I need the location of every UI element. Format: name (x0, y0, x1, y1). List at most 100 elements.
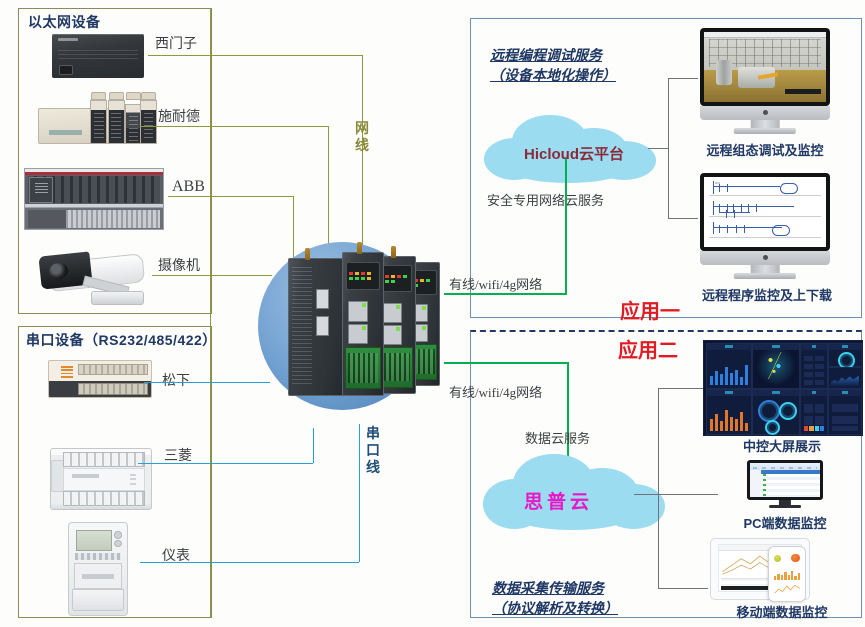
phone-device (768, 546, 806, 602)
schneider-label-plate (49, 130, 83, 136)
panel-ethernet-title: 以太网设备 (28, 14, 101, 30)
panel-serial-devices (18, 326, 212, 618)
link-meter-riser (359, 424, 360, 562)
schneider-io-module (140, 99, 158, 144)
uplink-one-riser (565, 158, 567, 294)
imac-chin (700, 251, 830, 265)
gateway-display (315, 288, 330, 309)
abb-led (34, 188, 48, 190)
gateway-antenna (357, 242, 362, 254)
link-siemens-drop (362, 55, 363, 290)
panel-app-one (470, 18, 862, 318)
link-abb-drop (293, 196, 294, 274)
imac-neck (750, 265, 780, 273)
panasonic-terminal-top (77, 363, 148, 376)
mitsubishi-indicator (130, 473, 136, 476)
abb-top-bar (25, 172, 163, 175)
app-two-bracket-stem (634, 494, 658, 495)
meter-terminal-cover (72, 589, 124, 612)
edge-gateway-unit[interactable] (342, 242, 384, 396)
gateway-antenna (305, 248, 310, 260)
uplink-two-riser (567, 362, 569, 462)
imac-hmi-monitor (700, 28, 830, 136)
meter-info-plate (73, 563, 123, 590)
sipu-cloud-shape (483, 452, 669, 532)
gateway-led-row (346, 261, 380, 290)
imac-screen-ladder: I0.0 (704, 177, 826, 247)
phone-status-indicator (790, 553, 800, 563)
gateway-antenna (391, 246, 396, 258)
app-one-bracket-stem (648, 148, 668, 149)
cable-label-ethernet: 网线 (355, 120, 369, 154)
schneider-plc-icon (38, 92, 158, 146)
panel-serial-title: 串口设备（RS232/485/422） (26, 332, 217, 348)
siemens-plc-icon (52, 34, 144, 78)
ladder-logic-view: I0.0 (704, 177, 826, 247)
abb-led (34, 191, 48, 193)
mitsubishi-indicator (130, 478, 136, 481)
edge-gateway-primary[interactable] (288, 248, 348, 396)
siemens-port (59, 65, 74, 76)
imac-ladder-monitor: I0.0 (700, 173, 830, 281)
device-label-camera: 摄像机 (158, 259, 200, 274)
bi-dashboard-screen (703, 340, 863, 436)
link-panasonic (144, 382, 270, 383)
schneider-io-module (107, 99, 125, 144)
device-label-panasonic: 松下 (162, 374, 190, 389)
schneider-io-module (90, 99, 108, 144)
abb-cpu-module (29, 177, 54, 204)
gateway-display (315, 316, 330, 336)
sipu-cloud-subtitle: 数据云服务 (525, 431, 591, 446)
link-siemens (148, 55, 362, 56)
gateway-led-row (381, 265, 413, 293)
panasonic-terminal-bottom (77, 383, 148, 395)
app-two-endpoint-caption-3: 移动端数据监控 (736, 605, 828, 620)
device-label-mitsubishi: 三菱 (164, 449, 192, 464)
link-meter (140, 562, 359, 563)
app-one-endpoint-caption-2: 远程程序监控及上下载 (701, 288, 832, 303)
meter-lcd-display (75, 530, 112, 551)
device-label-siemens: 西门子 (155, 37, 197, 52)
app-two-endpoint-caption-2: PC端数据监控 (743, 516, 827, 531)
app-one-title-line2: （设备本地化操作） (490, 67, 616, 84)
phone-screen (771, 550, 803, 599)
app-one-service-title: 远程编程调试服务 （设备本地化操作） (490, 45, 616, 86)
meter-buttons (114, 531, 123, 551)
app-two-title-line1: 数据采集传输服务 (492, 580, 604, 596)
abb-connector-block (27, 209, 67, 228)
app-two-title-line2: （协议解析及转换） (492, 600, 618, 617)
app-two-service-title: 数据采集传输服务 （协议解析及转换） (492, 578, 618, 619)
panasonic-led-strip (61, 366, 74, 385)
ethernet-bus-vertical (210, 8, 211, 618)
app-one-bracket-bottom (668, 218, 698, 219)
mitsubishi-terminal-bottom (63, 490, 145, 506)
sipu-cloud-label: 思普云 (524, 492, 594, 513)
abb-led (34, 183, 48, 185)
hicloud-cloud-label: Hicloud云平台 (524, 146, 624, 163)
imac-chin (700, 106, 830, 120)
gateway-rj45-port (347, 324, 369, 345)
app-two-bracket-top (658, 388, 703, 389)
data-table-view (750, 463, 820, 497)
link-mitsubishi (138, 463, 313, 464)
imac-bezel (700, 28, 830, 106)
siemens-brand-plate (57, 38, 78, 42)
link-camera (152, 275, 272, 276)
mitsubishi-plc-icon (50, 448, 152, 510)
siemens-vent-grille (57, 49, 139, 62)
pc-monitor-base (769, 505, 801, 508)
gateway-terminal-block (381, 346, 413, 388)
gateway-rj45-port (347, 301, 369, 322)
uplink-one-label: 有线/wifi/4g网络 (449, 277, 543, 292)
link-abb (168, 196, 293, 197)
app-two-tag: 应用二 (618, 340, 678, 362)
phone-status-indicator (774, 554, 782, 562)
pc-monitor-bezel (747, 460, 823, 500)
mitsubishi-terminal-top (63, 452, 145, 468)
gateway-vent (292, 267, 313, 387)
app-one-endpoint-caption-1: 远程组态调试及监控 (706, 143, 824, 158)
abb-rack-icon (24, 168, 164, 230)
hicloud-cloud-subtitle: 安全专用网络云服务 (487, 193, 605, 208)
uplink-two-label: 有线/wifi/4g网络 (449, 385, 543, 400)
